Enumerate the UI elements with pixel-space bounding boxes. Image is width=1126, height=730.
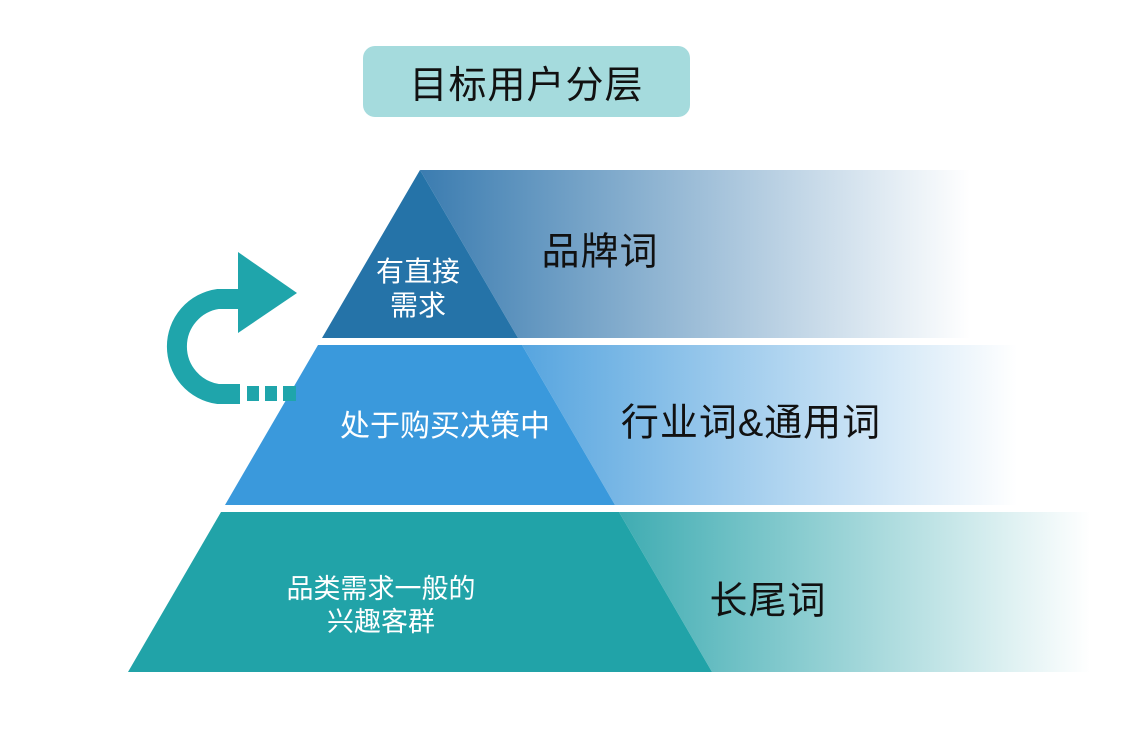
pyramid-tier-bottom bbox=[128, 512, 712, 672]
tier-bottom-label-line2: 兴趣客群 bbox=[327, 607, 435, 637]
keyword-brand-words: 品牌词 bbox=[541, 231, 659, 274]
tier-top-label-line1: 有直接 bbox=[375, 256, 461, 287]
page-title: 目标用户分层 bbox=[409, 65, 644, 107]
tier-top-label-line2: 需求 bbox=[389, 290, 447, 321]
band-industry-words bbox=[522, 345, 1126, 505]
tier-bottom-label-line1: 品类需求一般的 bbox=[286, 574, 476, 604]
pyramid-tier-top bbox=[322, 170, 518, 338]
keyword-longtail-words: 长尾词 bbox=[709, 580, 827, 623]
pyramid-tier-middle bbox=[225, 345, 615, 505]
tier-top-label: 有直接 需求 bbox=[376, 255, 460, 323]
cycle-arrow-icon bbox=[166, 252, 297, 404]
band-longtail-words bbox=[619, 512, 1126, 672]
band-brand-words bbox=[420, 170, 1126, 338]
tier-middle-label-line1: 处于购买决策中 bbox=[340, 410, 550, 443]
title-box: 目标用户分层 bbox=[363, 46, 690, 117]
tier-bottom-label: 品类需求一般的 兴趣客群 bbox=[287, 573, 476, 639]
tier-middle-label: 处于购买决策中 bbox=[340, 409, 550, 445]
keyword-industry-words: 行业词&通用词 bbox=[620, 402, 882, 445]
